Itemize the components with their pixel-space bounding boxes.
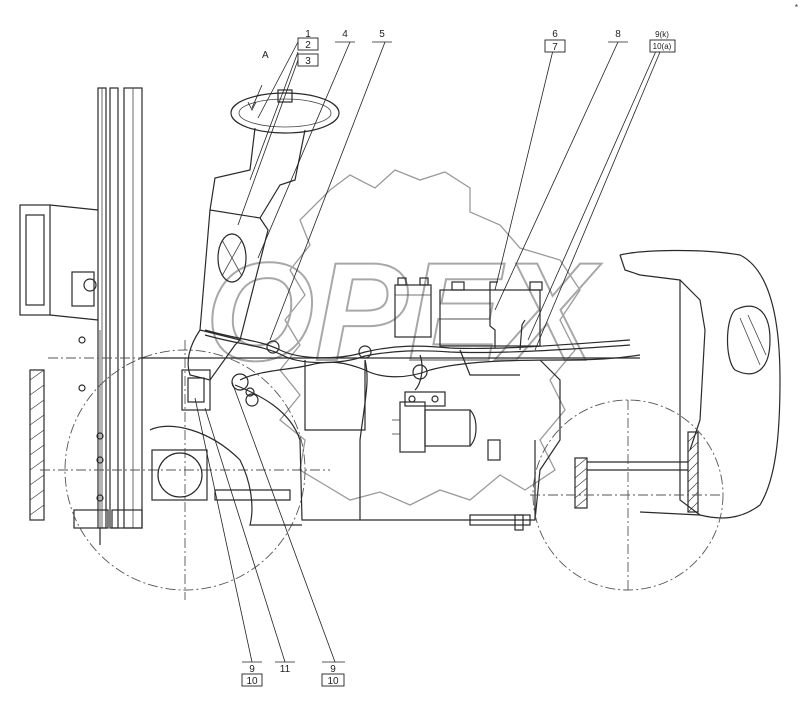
- callout-3: 3: [305, 56, 311, 67]
- callout-9-bottom-right: 9: [330, 664, 336, 675]
- callout-9k: 9(k): [655, 30, 669, 39]
- callout-2: 2: [305, 40, 311, 51]
- battery: [394, 277, 543, 347]
- wiring-harness: [204, 281, 641, 520]
- callout-1: 1: [305, 29, 311, 40]
- callout-labels-bottom: 9 10 11 9 10: [241, 664, 345, 687]
- steering-column: [181, 89, 340, 411]
- watermark-gear: [279, 169, 581, 506]
- callout-6: 6: [552, 29, 558, 40]
- view-label: A: [262, 50, 269, 61]
- callout-9-bottom-left: 9: [249, 664, 255, 675]
- counterweight: [574, 249, 781, 519]
- callout-10-bottom-left: 10: [246, 676, 258, 687]
- corner-mark: *: [795, 3, 798, 12]
- callout-10a: 10(a): [653, 42, 672, 51]
- svg-text:OPEX: OPEX: [205, 233, 602, 390]
- callout-labels-top: 1 2 3 4 5 6 7 8 9(k) 10(a): [297, 29, 676, 67]
- callout-8: 8: [615, 29, 621, 40]
- starter-motor: [392, 391, 477, 453]
- callout-4: 4: [342, 29, 348, 40]
- view-indicator-a: A: [247, 50, 269, 111]
- callout-5: 5: [379, 29, 385, 40]
- callout-leaders: [194, 41, 675, 663]
- rear-wheel: [530, 399, 724, 591]
- callout-7: 7: [552, 42, 558, 53]
- callout-11-bottom: 11: [280, 664, 291, 675]
- callout-10-bottom-right: 10: [327, 676, 339, 687]
- watermark-text: OPEX: [204, 232, 603, 391]
- chassis-frame: [140, 357, 640, 531]
- mast-assembly: [19, 87, 143, 545]
